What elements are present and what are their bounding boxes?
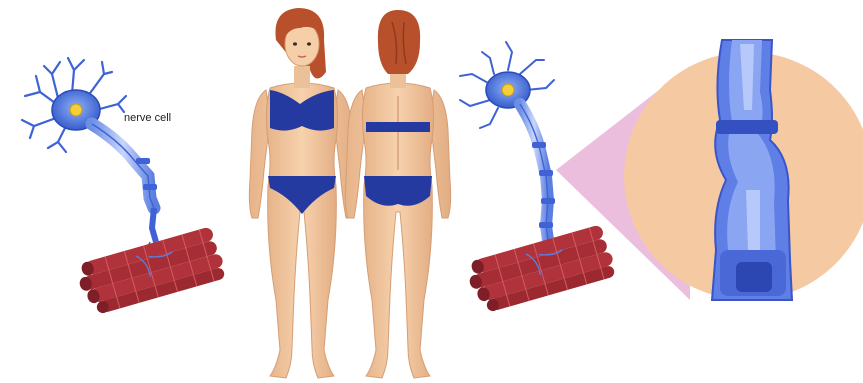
body-front (249, 8, 354, 378)
back-hair (378, 10, 420, 74)
front-neck (294, 66, 310, 88)
nerve-cell-label: nerve cell (124, 112, 171, 124)
right-neuron (460, 42, 555, 240)
right-muscle-bundle (464, 224, 617, 316)
left-axon (92, 124, 154, 208)
back-legs (364, 186, 433, 378)
left-nucleus (70, 104, 82, 116)
left-neuron (22, 58, 172, 258)
right-nucleus (502, 84, 514, 96)
back-bikini-strap (366, 122, 430, 132)
body-back (345, 10, 450, 378)
magnify-circle (624, 40, 863, 300)
left-muscle-bundle (74, 226, 227, 318)
back-bikini-bottom (364, 176, 432, 206)
left-axon-terminal (152, 208, 156, 242)
front-legs (268, 186, 337, 378)
